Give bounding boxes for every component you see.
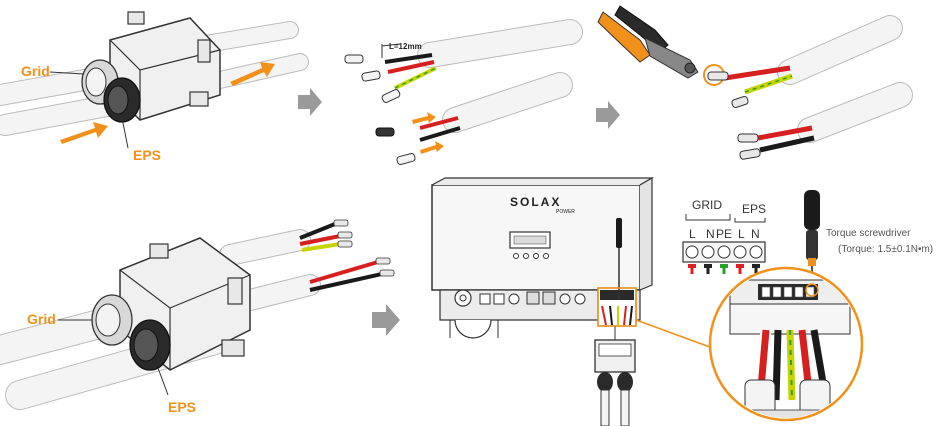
- strip-length-label: L=12mm: [389, 42, 422, 51]
- panel-bottom-terminal-detail: GRID EPS L N PE L N: [682, 190, 933, 422]
- panel-bottom-connector: Grid EPS: [0, 219, 395, 415]
- brand-logo: SOLAX: [510, 195, 561, 209]
- term-N-eps: N: [751, 227, 760, 241]
- pin-black-icon: [752, 264, 760, 274]
- brand-sub: POWER: [556, 209, 575, 215]
- pin-green-icon: [720, 264, 728, 274]
- pin-black-icon: [704, 264, 712, 274]
- term-L-eps: L: [738, 227, 745, 241]
- torque-value-label: (Torque: 1.5±0.1N•m): [838, 244, 933, 255]
- step-arrow-icon: [596, 101, 620, 129]
- eps-label-bottom: EPS: [168, 399, 196, 415]
- panel-top-crimp: [597, 5, 913, 160]
- term-N-grid: N: [706, 227, 715, 241]
- torque-tool-label: Torque screwdriver: [826, 228, 911, 239]
- pin-red-icon: [736, 264, 744, 274]
- grid-label-top: Grid: [21, 63, 50, 79]
- panel-bottom-inverter: SOLAX POWER: [431, 176, 741, 426]
- step-arrow-icon: [298, 88, 322, 116]
- crimping-tool-icon: [597, 5, 699, 79]
- panel-top-strip: L=12mm: [344, 19, 583, 166]
- eps-label-top: EPS: [133, 147, 161, 163]
- pin-red-icon: [688, 264, 696, 274]
- panel-top-connector: Grid EPS: [0, 11, 309, 163]
- term-PE-grid: PE: [716, 227, 732, 241]
- term-L-grid: L: [689, 227, 696, 241]
- eps-header: EPS: [742, 202, 766, 216]
- step-arrow-icon: [372, 304, 400, 336]
- grid-label-bottom: Grid: [27, 311, 56, 327]
- grid-header: GRID: [692, 198, 722, 212]
